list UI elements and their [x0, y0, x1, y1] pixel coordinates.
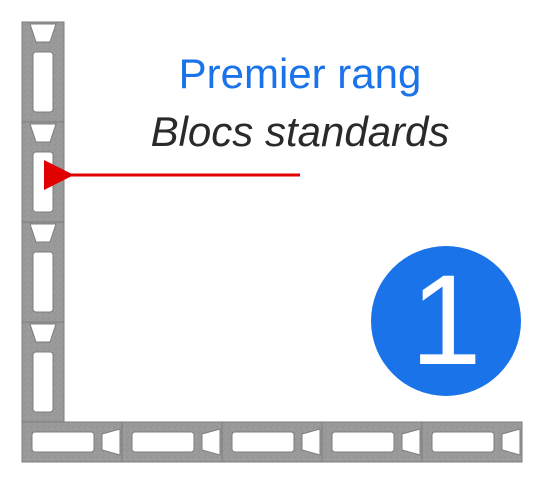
diagram-title-primary: Premier rang: [178, 50, 422, 97]
horizontal-block: [21, 421, 123, 463]
diagram-title-secondary: Blocs standards: [150, 108, 450, 155]
horizontal-block: [221, 421, 323, 463]
step-number-badge: 1: [371, 246, 521, 396]
vertical-block: [21, 21, 65, 123]
vertical-block: [21, 321, 65, 423]
horizontal-block: [321, 421, 423, 463]
vertical-wall: [21, 21, 65, 423]
horizontal-wall: [21, 421, 523, 463]
horizontal-block: [421, 421, 523, 463]
horizontal-block: [121, 421, 223, 463]
step-number: 1: [410, 249, 482, 392]
vertical-block: [21, 121, 65, 223]
vertical-block: [21, 221, 65, 323]
